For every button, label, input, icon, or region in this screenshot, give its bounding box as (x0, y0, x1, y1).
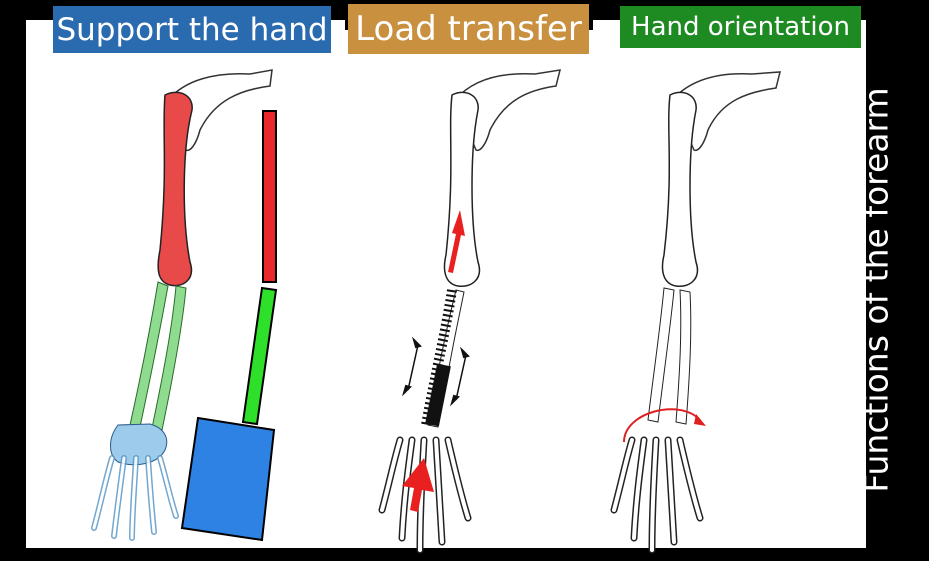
double-arrow-icon (407, 344, 419, 391)
red-bar (262, 110, 277, 283)
green-bar (241, 286, 278, 426)
double-arrow-icon (455, 354, 467, 401)
skeleton-arm-load (382, 69, 562, 550)
scapula-outline (671, 71, 781, 152)
label-support-the-hand: Support the hand (53, 6, 331, 53)
side-title: Functions of the forearm (856, 87, 896, 493)
humerus-red (157, 91, 193, 287)
scapula-outline (167, 69, 273, 152)
compressed-membrane (425, 363, 451, 427)
diagram-panel (26, 20, 866, 548)
rotation-arrowhead (694, 414, 706, 426)
skeleton-arm-orientation (614, 71, 781, 550)
label-load-transfer: Load transfer (348, 4, 589, 54)
rotation-arrow-icon (623, 408, 701, 443)
hand-bones-blue (91, 455, 179, 541)
forearm-bones (647, 287, 692, 425)
humerus (443, 91, 481, 288)
humerus (661, 91, 699, 288)
blue-block (180, 416, 276, 542)
up-arrow-humerus (448, 210, 465, 273)
scapula-outline (454, 69, 562, 152)
up-arrow-hand (402, 458, 434, 512)
skeleton-arm-support (91, 69, 273, 541)
label-hand-orientation: Hand orientation (620, 6, 861, 48)
